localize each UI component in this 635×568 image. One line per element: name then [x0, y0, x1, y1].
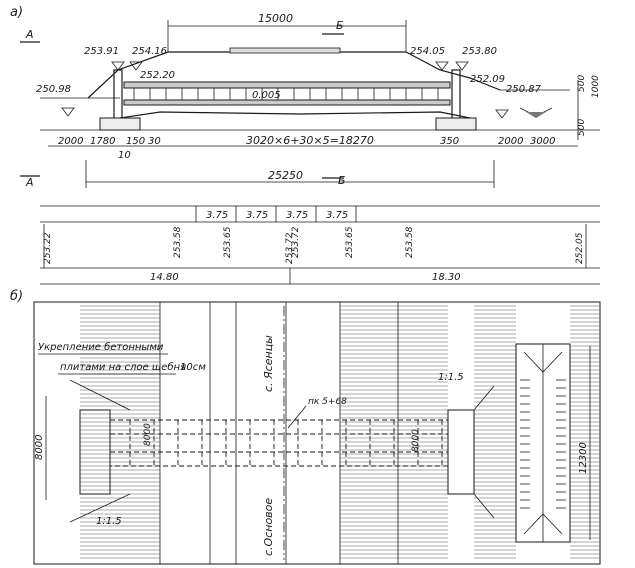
section-a-label: а): [10, 5, 23, 20]
elev-250-87: 250.87: [506, 84, 542, 95]
elevation-marks-left: 253.91 254.16 252.20 250.98: [36, 46, 175, 117]
elev-252-09: 252.09: [470, 74, 505, 85]
dim-350: 350: [440, 136, 459, 147]
reinforcement-note: Укрепление бетонными плитами на слое щеб…: [38, 341, 206, 375]
terrain-right: 500 1000 500: [519, 75, 601, 140]
length-18-30: 18.30: [432, 272, 461, 283]
bridge-plan: 8000 8000 пк 5+68: [109, 397, 449, 467]
marker-b-top: Б: [336, 19, 344, 32]
section-b-label: б): [10, 289, 23, 304]
dim-2000-right: 2000: [498, 136, 523, 147]
spacing-3: 3.75: [286, 210, 308, 221]
top-span-dimension: 15000: [167, 12, 407, 52]
dim-25250: 25250: [268, 169, 303, 182]
foundation: [40, 111, 600, 131]
profile-table: 3.75 3.75 3.75 3.75 14.80 18.30 253.58 2…: [40, 205, 600, 285]
dim-30: 30: [148, 136, 161, 147]
elev-250-98: 250.98: [36, 84, 71, 95]
dim-1780: 1780: [90, 136, 115, 147]
dim-mid-right: 8000: [411, 429, 421, 452]
abutments: [99, 69, 477, 131]
axis-bottom-label: с.Основое: [262, 498, 275, 556]
dimension-row-1: 2000 1780 150 30 3020×6+30×5=18270 350 2…: [48, 134, 578, 161]
spacing-2: 3.75: [246, 210, 268, 221]
mark-3: 253.72: [291, 226, 301, 258]
formula-18270: 3020×6+30×5=18270: [246, 134, 374, 147]
mark-5: 253.58: [405, 226, 415, 258]
elevation-marks-right: 254.05 253.80 252.09 250.87: [410, 46, 542, 119]
bridge-deck: 0.005: [123, 81, 451, 106]
spacing-4: 3.75: [326, 210, 348, 221]
length-14-80: 14.80: [150, 272, 179, 283]
dim-mid-left: 8000: [143, 423, 153, 446]
dim-10: 10: [118, 150, 131, 161]
dim-500-a: 500: [577, 75, 587, 92]
total-dimension: 25250 А Б: [20, 160, 495, 189]
axis-top-label: с. Ясенцы: [262, 335, 275, 392]
elev-253-80: 253.80: [462, 46, 497, 57]
note-line-2: плитами на слое щебня: [60, 361, 186, 373]
dim-1000: 1000: [591, 75, 601, 98]
marker-b-bottom: Б: [338, 174, 346, 187]
mark-2: 253.65: [223, 226, 233, 258]
left-wing: 8000 1:1.5: [34, 379, 131, 527]
dim-15000: 15000: [258, 12, 293, 25]
marker-a-top: А: [25, 28, 34, 41]
mark-4: 253.65: [345, 226, 355, 258]
elev-254-16: 254.16: [132, 46, 167, 57]
note-thickness: 10см: [180, 362, 206, 373]
marker-a-bottom: А: [25, 176, 34, 189]
dim-right: 12300: [578, 442, 589, 474]
dim-500-b: 500: [577, 119, 587, 136]
axis-lines: [159, 302, 399, 564]
slope-right: 1:1.5: [438, 372, 464, 383]
elev-252-20: 252.20: [140, 70, 175, 81]
elev-254-05: 254.05: [410, 46, 445, 57]
dim-2000-left: 2000: [58, 136, 83, 147]
spacing-1: 3.75: [206, 210, 228, 221]
mark-center: 253.72: [285, 232, 295, 264]
slope-0-005: 0.005: [252, 90, 281, 101]
dim-150: 150: [126, 136, 145, 147]
dim-3000: 3000: [530, 136, 555, 147]
mark-1: 253.58: [173, 226, 183, 258]
plan-frame: [33, 301, 601, 565]
pk-label: пк 5+68: [308, 397, 347, 407]
note-line-1: Укрепление бетонными: [38, 341, 164, 353]
mark-right: 252.05: [575, 232, 585, 264]
ditch-detail: 12300: [515, 343, 591, 543]
mark-left: 253.22: [43, 232, 53, 264]
elev-253-91: 253.91: [84, 46, 119, 57]
dim-left: 8000: [34, 435, 45, 460]
slope-left: 1:1.5: [96, 516, 122, 527]
